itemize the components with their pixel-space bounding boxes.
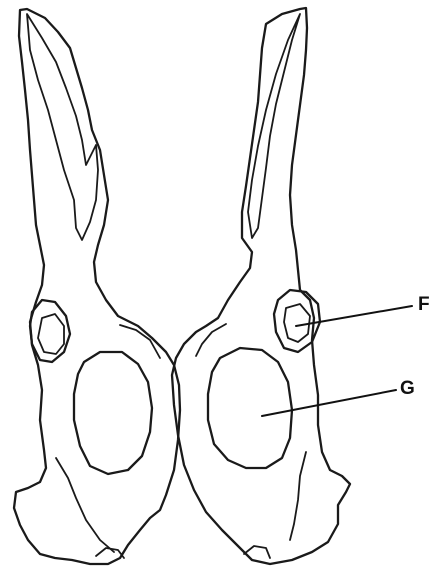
left-acetabulum-inner [38, 314, 64, 354]
right-obturator-foramen [208, 348, 292, 468]
label-g: G [400, 378, 415, 399]
left-hip-bone [14, 9, 180, 564]
right-acetabulum-inner [284, 304, 310, 342]
right-hip-outline [172, 8, 350, 564]
right-iliac-inner-ridge [248, 14, 300, 238]
right-hip-bone [172, 8, 350, 564]
g-leader-line [262, 390, 396, 416]
left-obturator-foramen [74, 352, 152, 474]
left-iliac-inner-ridge [27, 14, 98, 240]
right-ischial-line [290, 452, 306, 540]
label-f: F [418, 294, 430, 315]
left-hip-outline [14, 9, 180, 564]
